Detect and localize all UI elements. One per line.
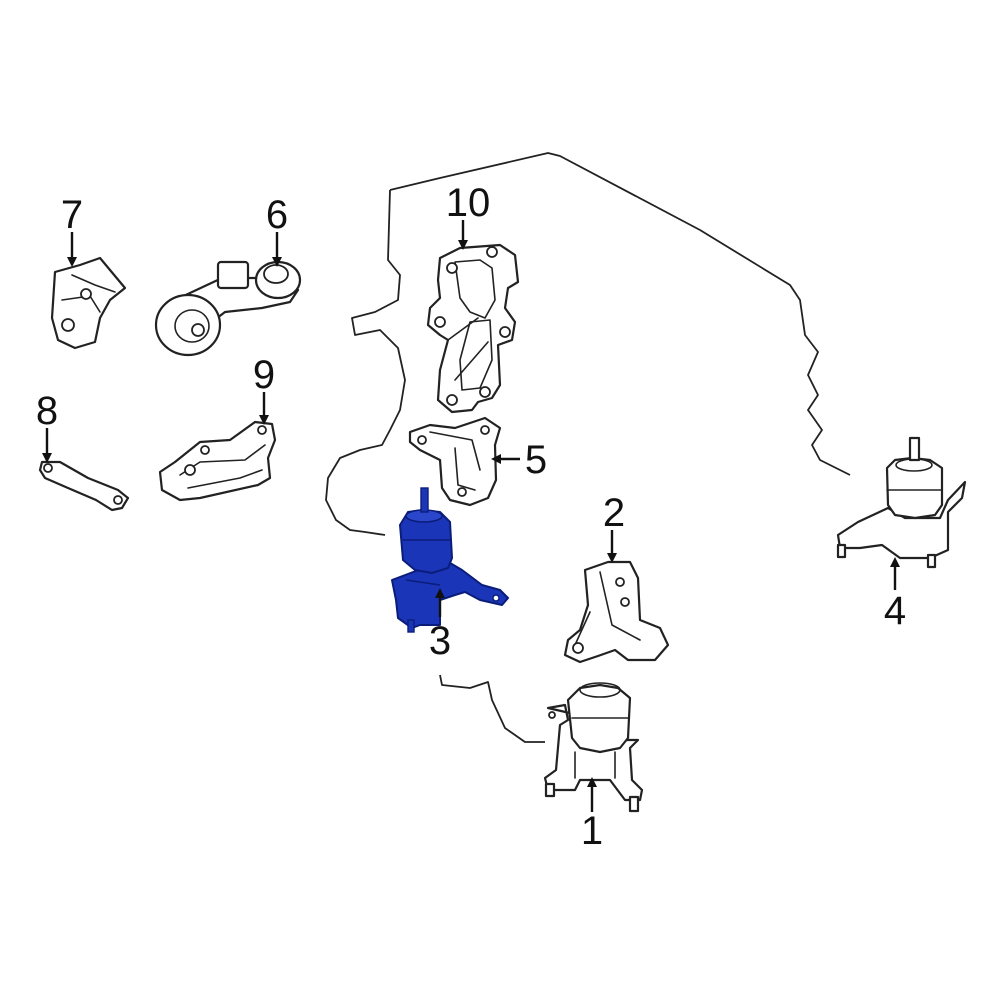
part-1-mount[interactable] (543, 682, 644, 813)
part-3-mount-highlighted[interactable] (391, 487, 509, 633)
callout-7: 7 (61, 193, 83, 237)
engine-outline (325, 152, 851, 743)
part-10-bracket[interactable] (426, 243, 520, 414)
callout-2: 2 (603, 491, 625, 535)
part-7-bracket[interactable] (50, 256, 127, 350)
callout-8: 8 (36, 389, 58, 433)
callout-10: 10 (446, 181, 491, 225)
part-3-arm (391, 559, 509, 629)
part-8-link[interactable] (38, 460, 130, 512)
part-5-bracket[interactable] (408, 416, 502, 507)
callout-3: 3 (429, 619, 451, 663)
leader-arrows (42, 220, 900, 812)
callout-labels: 7 6 10 9 8 5 2 3 4 1 (36, 181, 906, 853)
callout-9: 9 (253, 353, 275, 397)
callout-1: 1 (581, 809, 603, 853)
part-9-bracket[interactable] (158, 420, 277, 502)
part-2-bracket[interactable] (563, 560, 670, 664)
part-6-torque-rod[interactable] (154, 260, 302, 357)
callout-5: 5 (525, 438, 547, 482)
callout-4: 4 (884, 589, 906, 633)
callout-6: 6 (266, 193, 288, 237)
part-4-mount[interactable] (836, 436, 967, 569)
